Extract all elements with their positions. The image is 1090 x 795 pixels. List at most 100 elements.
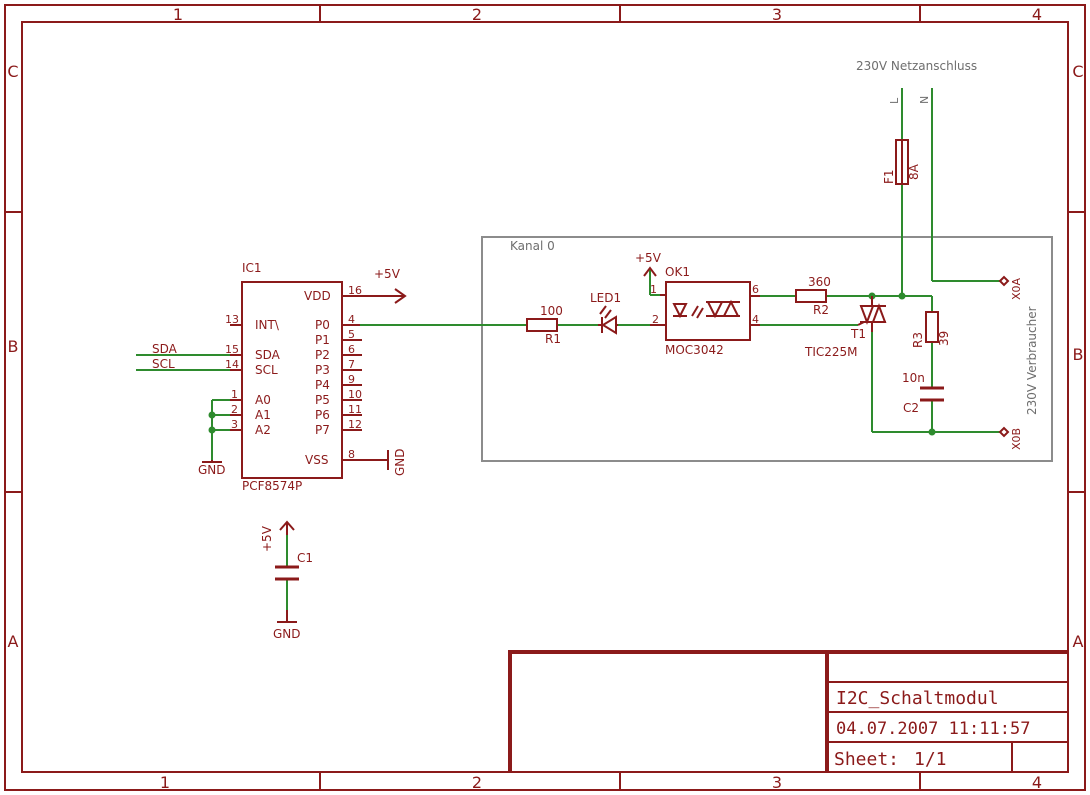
ok1-part: MOC3042 bbox=[665, 343, 724, 357]
led1-name: LED1 bbox=[590, 291, 621, 305]
col-label-bottom-2: 2 bbox=[472, 773, 482, 792]
ic1-pin-label: P0 bbox=[315, 318, 330, 332]
f1-symbol bbox=[895, 139, 909, 185]
junction-dot bbox=[928, 428, 936, 436]
ic1-pin-label: VSS bbox=[305, 453, 328, 467]
junction-dot bbox=[208, 411, 216, 419]
ic1-pin-num: 15 bbox=[225, 343, 239, 356]
ok1-pin6: 6 bbox=[752, 283, 759, 296]
ok1-symbol bbox=[650, 281, 760, 341]
t1-name: T1 bbox=[850, 327, 866, 341]
row-label-right-c: C bbox=[1072, 62, 1083, 81]
ic1-pin-label: P6 bbox=[315, 408, 330, 422]
ic1-pin-num: 5 bbox=[348, 328, 355, 341]
ic1-pin-num: 13 bbox=[225, 313, 239, 326]
c2-value: 10n bbox=[902, 371, 925, 385]
ic1-pin-label: A2 bbox=[255, 423, 271, 437]
f1-value: 8A bbox=[907, 163, 921, 180]
junction-dot bbox=[208, 426, 216, 434]
sheet-value: 1/1 bbox=[914, 749, 947, 770]
title-text: I2C_Schaltmodul bbox=[836, 688, 999, 709]
ic1-pin-label: P2 bbox=[315, 348, 330, 362]
r2-symbol bbox=[795, 289, 827, 303]
ok1-pin2: 2 bbox=[652, 313, 659, 326]
ic1-part: PCF8574P bbox=[242, 479, 302, 493]
col-label-bottom-3: 3 bbox=[772, 773, 782, 792]
ic1-symbol bbox=[230, 281, 407, 479]
c2-symbol bbox=[920, 386, 944, 402]
row-label-a: A bbox=[8, 632, 19, 651]
net-label-sda: SDA bbox=[152, 342, 178, 356]
r2-name: R2 bbox=[813, 303, 829, 317]
ic1-pin-num: 6 bbox=[348, 343, 355, 356]
col-label-bottom-1: 1 bbox=[160, 773, 170, 792]
r1-symbol bbox=[526, 318, 558, 332]
f1-name: F1 bbox=[882, 169, 896, 184]
terminal-x0b: X0B bbox=[1010, 428, 1023, 450]
ic1-pin-label: A0 bbox=[255, 393, 271, 407]
junction-dot bbox=[898, 292, 906, 300]
ic1-pin-num: 1 bbox=[231, 388, 238, 401]
net-label-scl: SCL bbox=[152, 357, 175, 371]
row-label-b: B bbox=[8, 337, 19, 356]
ok1-pin4: 4 bbox=[752, 313, 759, 326]
r1-value: 100 bbox=[540, 304, 563, 318]
ic1-pin-num: 8 bbox=[348, 448, 355, 461]
net-label-vcc-ic: +5V bbox=[374, 267, 401, 281]
ic1-pin-label: P7 bbox=[315, 423, 330, 437]
ic1-pin-label: P3 bbox=[315, 363, 330, 377]
r3-value: 39 bbox=[937, 331, 951, 346]
ic1-pin-label: P5 bbox=[315, 393, 330, 407]
net-label-gnd-addr: GND bbox=[198, 463, 226, 477]
output-terminals bbox=[998, 275, 1010, 438]
ic1-pin-label: INT\ bbox=[255, 318, 280, 332]
ic1-pin-num: 2 bbox=[231, 403, 238, 416]
r3-name: R3 bbox=[911, 332, 925, 348]
vcc-arrow-ok1 bbox=[643, 266, 657, 277]
net-label-gnd-vss: GND bbox=[393, 448, 407, 476]
ic1-pin-label: SDA bbox=[255, 348, 281, 362]
gnd-symbol bbox=[202, 460, 222, 463]
ic1-pin-label: A1 bbox=[255, 408, 271, 422]
ic1-pin-num: 4 bbox=[348, 313, 355, 326]
net-label-vcc-c1: +5V bbox=[260, 525, 274, 552]
title-block bbox=[508, 650, 1068, 772]
ic1-pin-num: 3 bbox=[231, 418, 238, 431]
net-label-vcc-ok1: +5V bbox=[635, 251, 662, 265]
col-label-3: 3 bbox=[772, 5, 782, 24]
mains-l-label: L bbox=[888, 97, 901, 104]
col-label-2: 2 bbox=[472, 5, 482, 24]
net-label-gnd-c1: GND bbox=[273, 627, 301, 641]
load-label: 230V Verbraucher bbox=[1025, 306, 1039, 415]
mains-n-label: N bbox=[918, 96, 931, 104]
sheet-label: Sheet: bbox=[834, 749, 899, 770]
r1-name: R1 bbox=[545, 332, 561, 346]
channel-label: Kanal 0 bbox=[510, 239, 555, 253]
ic1-pin-num: 14 bbox=[225, 358, 239, 371]
c1-name: C1 bbox=[297, 551, 313, 565]
r3-symbol bbox=[925, 311, 939, 343]
col-label-1: 1 bbox=[173, 5, 183, 24]
ic1-pin-label: P4 bbox=[315, 378, 330, 392]
col-label-4: 4 bbox=[1032, 5, 1042, 24]
ok1-pin1: 1 bbox=[650, 283, 657, 296]
ic1-pin-num: 10 bbox=[348, 388, 362, 401]
net-wires bbox=[136, 88, 1000, 610]
terminal-x0a: X0A bbox=[1010, 277, 1023, 300]
ic1-name: IC1 bbox=[242, 261, 262, 275]
ic1-pin-num: 9 bbox=[348, 373, 355, 386]
row-label-right-b: B bbox=[1073, 345, 1084, 364]
t1-symbol bbox=[857, 296, 887, 332]
channel-box bbox=[481, 236, 1053, 462]
r2-value: 360 bbox=[808, 275, 831, 289]
ic1-pin-num: 12 bbox=[348, 418, 362, 431]
mains-label: 230V Netzanschluss bbox=[856, 59, 977, 73]
row-label-c: C bbox=[7, 62, 18, 81]
row-label-right-a: A bbox=[1073, 632, 1084, 651]
datetime-text: 04.07.2007 11:11:57 bbox=[836, 719, 1030, 739]
ic1-pin-label: P1 bbox=[315, 333, 330, 347]
ic1-pin-num: 11 bbox=[348, 403, 362, 416]
led1-symbol bbox=[598, 305, 618, 335]
c2-name: C2 bbox=[903, 401, 919, 415]
